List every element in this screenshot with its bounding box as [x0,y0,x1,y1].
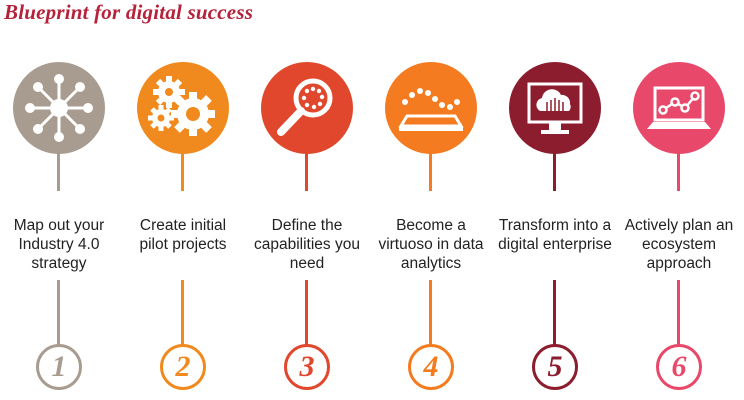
step-5-disc [509,62,601,154]
connector-top [57,146,60,191]
connector-bottom [553,280,556,345]
step-6-label: Actively plan an ecosystem approach [624,217,734,272]
step-4: Become a virtuoso in data analytics 4 [372,58,490,398]
connector-bottom [305,280,308,345]
step-2-number: 2 [160,344,206,390]
laptop-chart-icon [647,86,711,129]
step-1-number: 1 [36,344,82,390]
magnifier-icon [277,78,333,136]
step-5: Transform into a digital enterprise 5 [496,58,614,398]
step-3-number: 3 [284,344,330,390]
step-6-number: 6 [656,344,702,390]
step-4-disc [385,62,477,154]
connector-bottom [181,280,184,345]
network-hub-icon [25,74,93,142]
connector-top [429,146,432,191]
cloud-monitor-icon [527,82,583,134]
connector-bottom [429,280,432,345]
step-1-label: Map out your Industry 4.0 strategy [13,217,105,272]
step-4-label: Become a virtuoso in data analytics [378,217,484,272]
step-3: Define the capabilities you need 3 [248,58,366,398]
connector-bottom [57,280,60,345]
step-6: Actively plan an ecosystem approach 6 [620,58,738,398]
connector-bottom [677,280,680,345]
connector-top [553,146,556,191]
step-2-disc [137,62,229,154]
tablet-wave-icon [398,88,464,131]
step-1-disc [13,62,105,154]
connector-top [181,146,184,191]
step-5-label: Transform into a digital enterprise [498,217,612,253]
step-5-number: 5 [532,344,578,390]
page-title: Blueprint for digital success [4,0,254,24]
step-3-label: Define the capabilities you need [254,217,360,272]
step-1: Map out your Industry 4.0 strategy 1 [0,58,118,398]
step-3-disc [261,62,353,154]
step-4-number: 4 [408,344,454,390]
gears-icon [148,76,215,136]
step-2: Create initial pilot projects 2 [124,58,242,398]
connector-top [677,146,680,191]
step-2-label: Create initial pilot projects [139,217,227,253]
connector-top [305,146,308,191]
step-6-disc [633,62,725,154]
